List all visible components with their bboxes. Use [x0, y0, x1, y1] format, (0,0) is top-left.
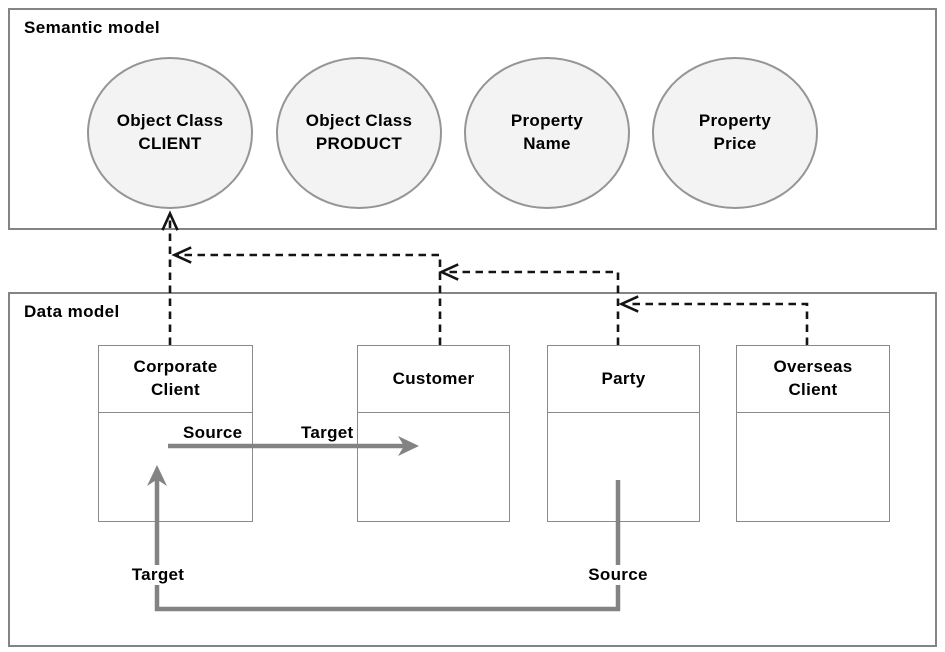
data-model-title: Data model — [24, 302, 120, 321]
entity-header: Corporate Client — [99, 346, 252, 413]
concept-property-price: Property Price — [652, 57, 818, 209]
entity-party: Party — [547, 345, 700, 522]
concept-object-class-client: Object Class CLIENT — [87, 57, 253, 209]
entity-header: Overseas Client — [737, 346, 889, 413]
left-arrowhead-icon — [438, 263, 459, 281]
entity-header: Party — [548, 346, 699, 413]
concept-label-line: CLIENT — [138, 134, 202, 153]
left-arrowhead-icon — [171, 246, 192, 264]
concept-object-class-product: Object Class PRODUCT — [276, 57, 442, 209]
entity-title-line: Client — [150, 380, 201, 399]
entity-body — [358, 413, 509, 522]
entity-title-line: Corporate — [133, 357, 218, 377]
entity-header: Customer — [358, 346, 509, 413]
concept-property-name: Property Name — [464, 57, 630, 209]
concept-label-line: Object Class — [116, 111, 224, 131]
entity-body — [737, 413, 889, 522]
label-target-bottom: Target — [127, 565, 189, 585]
entity-title-line: Overseas — [773, 357, 853, 377]
concept-label-line: Object Class — [305, 111, 413, 131]
entity-title-line: Party — [601, 368, 646, 388]
label-target-top: Target — [301, 423, 354, 442]
entity-body — [548, 413, 699, 522]
concept-label-line: Name — [523, 134, 571, 153]
semantic-model-title: Semantic model — [24, 18, 160, 37]
entity-overseas-client: Overseas Client — [736, 345, 890, 522]
entity-customer: Customer — [357, 345, 510, 522]
concept-label-line: Property — [510, 111, 584, 131]
label-source-top: Source — [183, 423, 243, 442]
entity-title-line: Client — [788, 380, 838, 399]
concept-label-line: Price — [713, 134, 757, 153]
concept-label-line: Property — [698, 111, 772, 131]
concept-label-line: PRODUCT — [315, 134, 403, 153]
entity-title-line: Customer — [392, 368, 475, 388]
label-source-bottom: Source — [584, 565, 652, 585]
